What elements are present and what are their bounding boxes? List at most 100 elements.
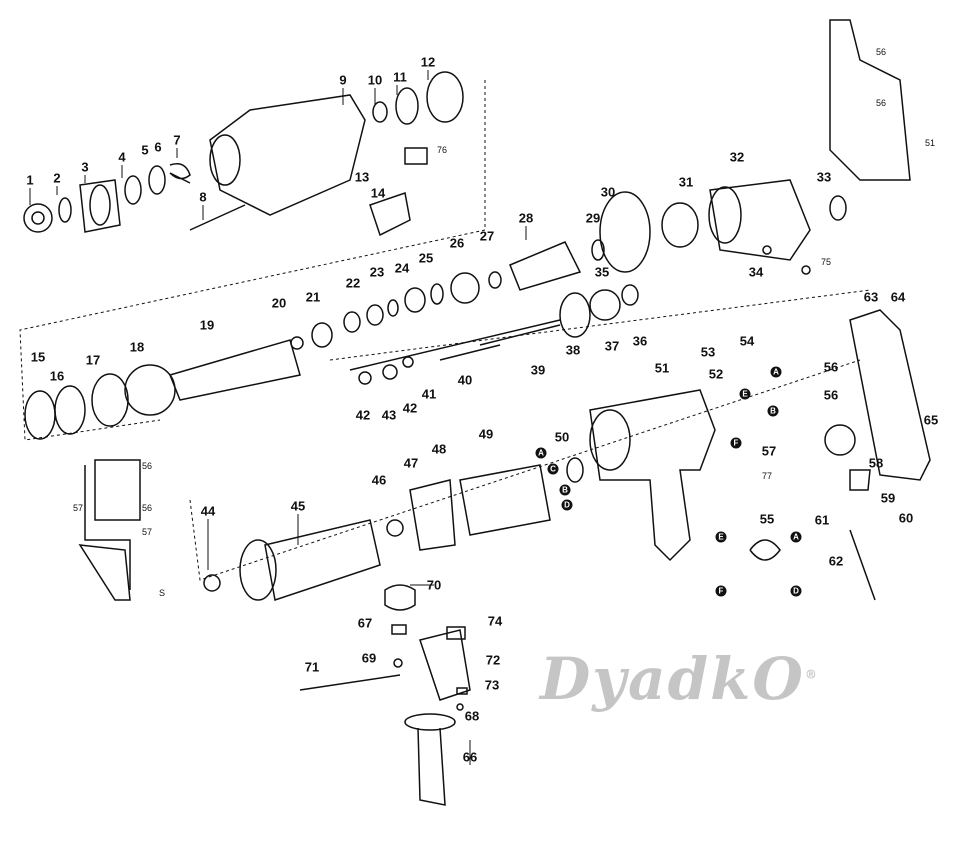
connector-marker: B	[767, 405, 779, 417]
part-label: 1	[26, 172, 34, 188]
wiring-label: 51	[924, 138, 936, 148]
part-label: 23	[369, 264, 385, 280]
connector-marker: B	[559, 484, 571, 496]
part-label: 39	[530, 362, 546, 378]
part-label: 57	[761, 443, 777, 459]
watermark-text: DyadkO	[540, 645, 805, 713]
watermark-registered-mark: ®	[804, 667, 819, 682]
part-label: 38	[565, 342, 581, 358]
leader-lines	[29, 70, 527, 765]
part-label: 42	[402, 400, 418, 416]
part-label: 41	[421, 386, 437, 402]
part-label: 18	[129, 339, 145, 355]
part-label: 22	[345, 275, 361, 291]
wiring-label: 57	[141, 527, 153, 537]
part-label: 2	[53, 170, 61, 186]
connector-marker: F	[715, 585, 727, 597]
part-label: 25	[418, 250, 434, 266]
connector-marker: A	[770, 366, 782, 378]
part-label: 47	[403, 455, 419, 471]
connector-marker: D	[561, 499, 573, 511]
part-label: 16	[49, 368, 65, 384]
part-label: 7	[173, 132, 181, 148]
part-label: 76	[436, 145, 448, 155]
part-label: 15	[30, 349, 46, 365]
part-label: 67	[357, 615, 373, 631]
part-label: 52	[708, 366, 724, 382]
part-label: 70	[426, 577, 442, 593]
connector-marker: D	[790, 585, 802, 597]
part-label: 34	[748, 264, 764, 280]
part-label: 27	[479, 228, 495, 244]
wiring-label: 56	[875, 47, 887, 57]
part-label: 11	[393, 69, 407, 85]
part-label: 62	[828, 553, 844, 569]
part-label: 65	[923, 412, 939, 428]
part-label: 12	[420, 54, 436, 70]
part-label: 31	[678, 174, 694, 190]
wiring-label: 56	[141, 461, 153, 471]
part-label: 56	[823, 359, 839, 375]
part-label: 19	[199, 317, 215, 333]
part-label: 28	[518, 210, 534, 226]
part-label: 58	[868, 455, 884, 471]
part-label: 64	[890, 289, 906, 305]
connector-marker: F	[730, 437, 742, 449]
connector-marker: C	[547, 463, 559, 475]
part-label: 36	[632, 333, 648, 349]
wiring-label: 57	[72, 503, 84, 513]
part-label: 4	[118, 149, 126, 165]
part-label: 40	[457, 372, 473, 388]
part-label: 71	[304, 659, 320, 675]
part-label: 68	[464, 708, 480, 724]
part-label: 63	[863, 289, 879, 305]
part-shapes	[23, 19, 931, 806]
part-label: 17	[85, 352, 101, 368]
part-label: 20	[271, 295, 287, 311]
wiring-label: 56	[875, 98, 887, 108]
part-label: 74	[487, 613, 503, 629]
part-label: 5	[141, 142, 149, 158]
part-label: 44	[200, 503, 216, 519]
part-label: 26	[449, 235, 465, 251]
part-label: 77	[761, 471, 773, 481]
connector-marker: E	[715, 531, 727, 543]
part-label: 37	[604, 338, 620, 354]
part-label: 66	[462, 749, 478, 765]
part-label: 54	[739, 333, 755, 349]
part-label: 72	[485, 652, 501, 668]
part-label: 42	[355, 407, 371, 423]
wiring-label: 56	[141, 503, 153, 513]
part-label: 14	[370, 185, 386, 201]
part-label: 69	[361, 650, 377, 666]
part-label: 32	[729, 149, 745, 165]
part-label: 33	[816, 169, 832, 185]
part-label: 73	[484, 677, 500, 693]
wiring-label: S	[158, 588, 166, 598]
part-label: 9	[339, 72, 347, 88]
part-label: 8	[199, 189, 207, 205]
part-label: 3	[81, 159, 89, 175]
part-label: 61	[814, 512, 830, 528]
connector-marker: A	[535, 447, 547, 459]
part-label: 35	[594, 264, 610, 280]
part-label: 56	[823, 387, 839, 403]
part-label: 55	[759, 511, 775, 527]
part-label: 6	[154, 139, 162, 155]
part-label: 29	[585, 210, 601, 226]
watermark: DyadkO®	[540, 645, 819, 713]
connector-marker: A	[790, 531, 802, 543]
part-label: 59	[880, 490, 896, 506]
part-label: 45	[290, 498, 306, 514]
part-label: 21	[305, 289, 321, 305]
part-label: 43	[381, 407, 397, 423]
part-label: 75	[820, 257, 832, 267]
part-label: 49	[478, 426, 494, 442]
part-label: 24	[394, 260, 410, 276]
connector-marker: E	[739, 388, 751, 400]
part-label: 51	[654, 360, 670, 376]
part-label: 48	[431, 441, 447, 457]
part-label: 50	[554, 429, 570, 445]
